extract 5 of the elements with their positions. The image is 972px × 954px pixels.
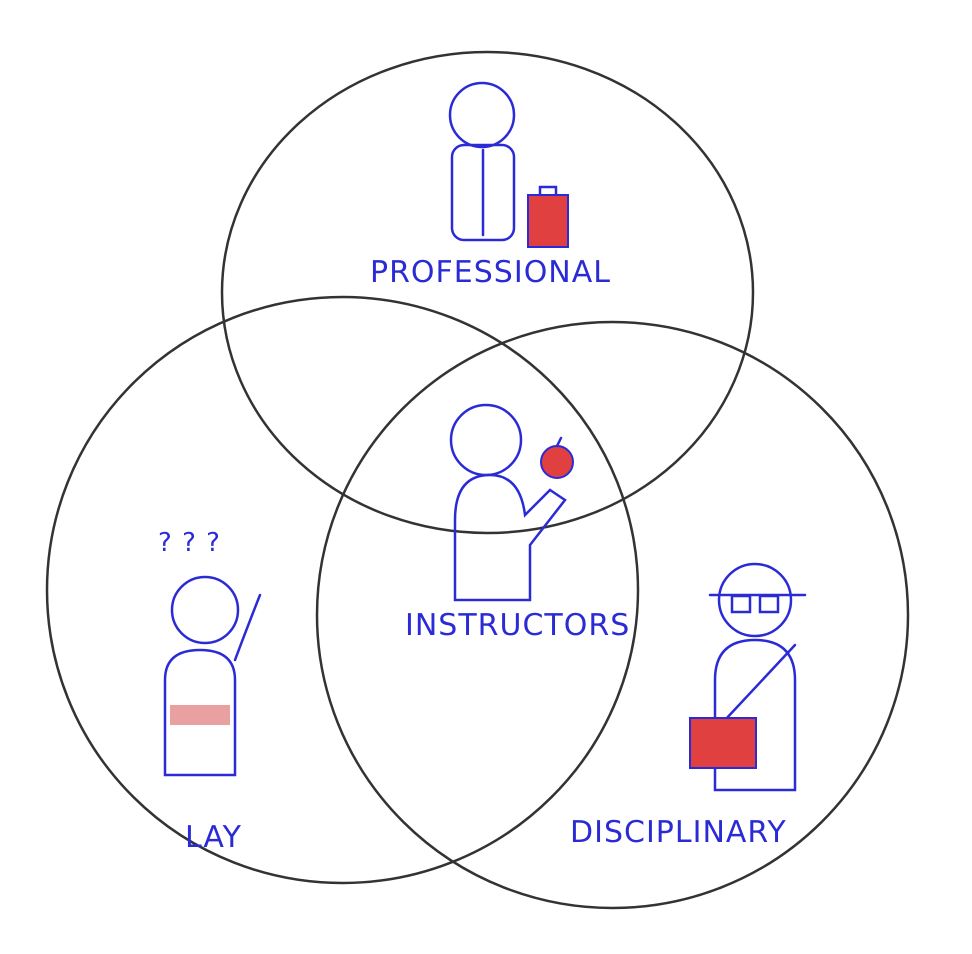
set-label: PROFESSIONAL	[370, 255, 611, 290]
set-label: LAY	[185, 820, 242, 855]
question-marks: ? ? ?	[158, 528, 221, 558]
set-label: DISCIPLINARY	[570, 815, 787, 850]
overlap-label: INSTRUCTORS	[405, 608, 630, 643]
